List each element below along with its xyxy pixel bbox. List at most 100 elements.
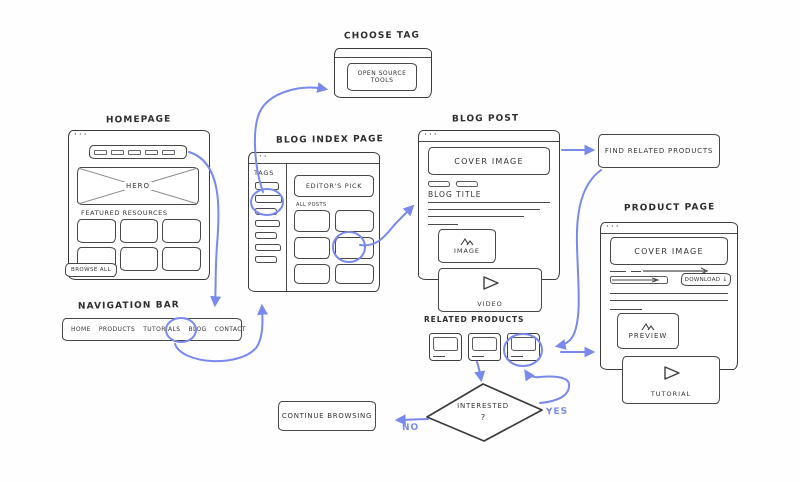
text-line xyxy=(428,216,524,217)
text-line xyxy=(428,224,458,225)
blog-index-title: BLOG INDEX PAGE xyxy=(275,134,384,146)
product-page-title: PRODUCT PAGE xyxy=(623,202,716,214)
open-source-tools-tag[interactable]: OPEN SOURCE TOOLS xyxy=(347,63,417,91)
text-line xyxy=(428,202,550,203)
post-card[interactable] xyxy=(335,237,374,259)
related-products-label: RELATED PRODUCTS xyxy=(424,315,525,324)
product-card[interactable] xyxy=(468,333,501,361)
continue-browsing-label: CONTINUE BROWSING xyxy=(281,412,373,420)
blog-title-label: BLOG TITLE xyxy=(428,190,482,199)
editors-pick-box[interactable]: EDITOR'S PICK xyxy=(294,175,374,197)
window-topbar xyxy=(601,223,737,234)
meta-line xyxy=(610,271,626,272)
post-card[interactable] xyxy=(335,264,374,284)
window-topbar xyxy=(335,49,431,58)
decision-question-mark: ? xyxy=(480,413,486,422)
nav-item-box xyxy=(94,149,107,155)
post-tag-pill[interactable] xyxy=(428,181,450,187)
featured-resources-label: FEATURED RESOURCES xyxy=(81,209,168,217)
product-card-line xyxy=(472,356,484,357)
tag-pill[interactable] xyxy=(255,256,277,263)
nav-item-home[interactable]: HOME xyxy=(71,326,91,333)
resource-card[interactable] xyxy=(119,247,159,271)
nav-item-contact[interactable]: CONTACT xyxy=(214,326,246,333)
tag-pill-list xyxy=(255,182,282,268)
blog-index-window: ··· TAGS EDITOR'S PICK ALL POSTS xyxy=(248,152,380,292)
image-mountain-icon xyxy=(641,322,655,331)
progress-bar xyxy=(610,276,668,284)
download-label: DOWNLOAD xyxy=(684,276,721,283)
tags-label: TAGS xyxy=(254,169,275,177)
download-button[interactable]: DOWNLOAD ↓ xyxy=(681,273,731,286)
resource-card[interactable] xyxy=(162,219,201,243)
blog-post-window: ··· COVER IMAGE BLOG TITLE IMAGE xyxy=(418,130,560,280)
nav-item-tutorials[interactable]: TUTORIALS xyxy=(143,326,181,333)
tag-pill[interactable] xyxy=(255,208,277,215)
tag-label-line2: TOOLS xyxy=(370,77,394,84)
product-card-thumb xyxy=(472,337,497,351)
preview-box[interactable]: PREVIEW xyxy=(617,313,679,349)
posts-grid xyxy=(294,210,376,288)
choose-tag-window: OPEN SOURCE TOOLS xyxy=(334,48,432,98)
post-card[interactable] xyxy=(335,210,374,232)
tag-pill[interactable] xyxy=(255,244,281,251)
resource-card[interactable] xyxy=(162,247,201,271)
post-tag-pill[interactable] xyxy=(456,181,478,187)
browse-all-label: BROWSE ALL xyxy=(71,267,111,273)
download-arrow-icon: ↓ xyxy=(722,276,728,283)
inline-image-box: IMAGE xyxy=(438,229,496,263)
homepage-nav-strip[interactable] xyxy=(89,145,187,159)
navigation-bar-title: NAVIGATION BAR xyxy=(77,300,180,312)
video-box[interactable]: VIDEO xyxy=(438,268,542,312)
post-card[interactable] xyxy=(294,264,330,284)
tag-pill[interactable] xyxy=(255,232,277,239)
window-topbar xyxy=(249,153,379,164)
tags-sidebar: TAGS xyxy=(249,164,287,291)
no-label: NO xyxy=(401,422,420,434)
window-dots-icon: ··· xyxy=(424,130,439,140)
nav-item-blog[interactable]: BLOG xyxy=(188,326,207,333)
nav-item-box xyxy=(162,149,175,155)
post-card[interactable] xyxy=(294,237,330,259)
tag-pill[interactable] xyxy=(255,220,280,227)
resource-card[interactable] xyxy=(119,219,159,243)
nav-item-products[interactable]: PRODUCTS xyxy=(98,326,136,333)
post-card[interactable] xyxy=(294,210,330,232)
nav-item-box xyxy=(128,149,141,155)
find-related-products-box: FIND RELATED PRODUCTS xyxy=(598,134,720,168)
play-icon xyxy=(664,366,680,380)
product-card[interactable] xyxy=(429,333,462,361)
progress-arrow xyxy=(612,277,660,283)
decision-label: INTERESTED xyxy=(457,402,509,410)
browse-all-button[interactable]: BROWSE ALL xyxy=(65,263,117,277)
play-icon xyxy=(483,276,499,290)
editors-pick-label: EDITOR'S PICK xyxy=(305,182,363,190)
cover-image-label: COVER IMAGE xyxy=(454,156,524,166)
arrow-related-to-decision xyxy=(474,361,486,383)
tag-pill[interactable] xyxy=(255,182,279,190)
window-dots-icon: ··· xyxy=(606,222,621,232)
text-line xyxy=(428,209,540,210)
homepage-hero: HERO xyxy=(77,167,199,205)
nav-item-box xyxy=(145,149,158,155)
continue-browsing-box: CONTINUE BROWSING xyxy=(278,401,376,431)
text-line xyxy=(610,300,728,301)
resource-card[interactable] xyxy=(77,219,116,243)
arrow-no-to-continue xyxy=(394,414,429,426)
cover-image-label: COVER IMAGE xyxy=(634,246,704,256)
image-label: IMAGE xyxy=(453,247,480,255)
tag-label-line1: OPEN SOURCE xyxy=(357,70,407,77)
meta-line xyxy=(631,271,641,272)
product-card[interactable] xyxy=(507,333,540,361)
arrow-findrelated-to-related xyxy=(554,169,602,350)
yes-label: YES xyxy=(545,406,569,418)
blog-post-title: BLOG POST xyxy=(451,113,520,125)
arrow-yes-to-product xyxy=(524,369,571,404)
image-mountain-icon xyxy=(460,237,474,246)
window-topbar xyxy=(419,131,559,142)
tutorial-box[interactable]: TUTORIAL xyxy=(622,356,720,404)
blog-cover-image: COVER IMAGE xyxy=(428,147,550,175)
homepage-title: HOMEPAGE xyxy=(105,114,172,126)
tag-pill[interactable] xyxy=(255,195,282,203)
product-card-thumb xyxy=(511,337,536,351)
